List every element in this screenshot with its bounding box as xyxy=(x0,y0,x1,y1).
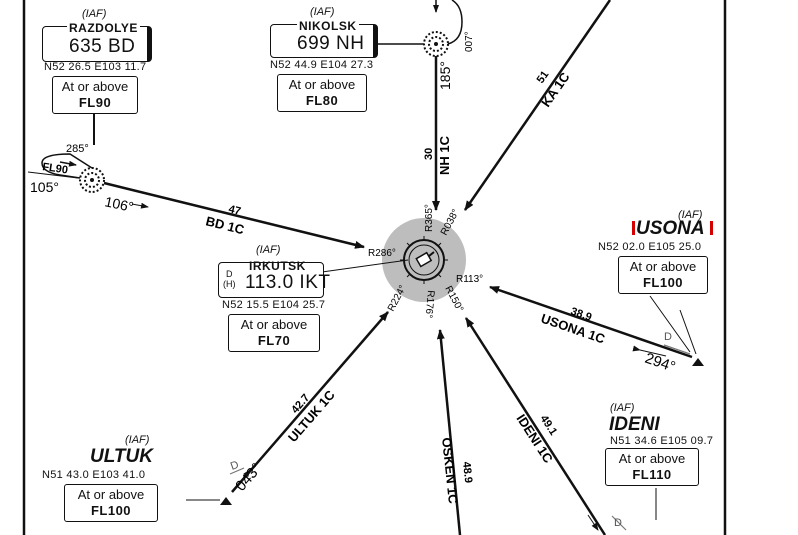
nh1c-distance: 30 xyxy=(423,148,435,160)
nikolsk-ndb-box: NIKOLSK 699 NH xyxy=(270,19,378,58)
usona-dme-label: D xyxy=(664,331,672,343)
irkutsk-iaf-label: (IAF) xyxy=(256,244,281,256)
razdolye-inbound-course: 105° xyxy=(30,179,59,195)
nikolsk-holding-pattern xyxy=(447,0,463,45)
razdolye-altitude-box: At or above FL90 xyxy=(52,76,138,114)
ideni-name: IDENI xyxy=(609,414,660,435)
usona-fix-triangle xyxy=(692,358,704,366)
irkutsk-alt-line1: At or above xyxy=(240,317,308,332)
radial-r286: R286° xyxy=(368,248,396,259)
usona-iaf-label: (IAF) xyxy=(678,209,703,221)
route-usona1c-line xyxy=(489,285,693,359)
nikolsk-frequency: 699 NH xyxy=(297,33,365,54)
ideni-coordinates: N51 34.6 E105 09.7 xyxy=(610,435,714,447)
nikolsk-hold-course: 007° xyxy=(464,31,475,52)
usona-altitude-box: At or above FL100 xyxy=(618,256,708,294)
usona-highlight-mark-left xyxy=(632,221,635,235)
nikolsk-coordinates: N52 44.9 E104 27.3 xyxy=(270,59,374,71)
ultuk-fix-triangle xyxy=(220,497,232,505)
route-ka1c-line xyxy=(463,0,612,211)
razdolye-alt-line2: FL90 xyxy=(78,95,112,110)
razdolye-coordinates: N52 26.5 E103 11.7 xyxy=(44,61,147,73)
razdolye-alt-line1: At or above xyxy=(61,79,129,94)
irkutsk-dh-label: D(H) xyxy=(223,269,236,289)
osken1c-distance: 48.9 xyxy=(460,461,474,484)
ultuk-altitude-box: At or above FL100 xyxy=(64,484,158,522)
ideni-iaf-label: (IAF) xyxy=(610,402,635,414)
irkutsk-vor-box: IRKUTSK D(H) 113.0 IKT xyxy=(218,259,330,298)
razdolye-ndb-box: RAZDOLYE 635 BD xyxy=(42,21,152,62)
irkutsk-coordinates: N52 15.5 E104 25.7 xyxy=(222,299,326,311)
nikolsk-inbound-course: 185° xyxy=(437,61,453,90)
ideni-altitude-box: At or above FL110 xyxy=(605,448,699,486)
radial-r176: R176° xyxy=(423,290,436,319)
nikolsk-alt-line2: FL80 xyxy=(305,93,339,108)
route-bd1c-line xyxy=(103,181,365,249)
razdolye-hold-level: FL90 xyxy=(42,161,69,176)
usona-name: USONA xyxy=(636,218,705,239)
ka1c-distance: 51 xyxy=(535,69,552,86)
route-ideni1c-line xyxy=(464,317,607,535)
nikolsk-iaf-label: (IAF) xyxy=(310,6,335,18)
razdolye-hold-course: 285° xyxy=(66,143,89,155)
radial-r224: R224° xyxy=(386,284,409,314)
nikolsk-altitude-box: At or above FL80 xyxy=(277,74,367,112)
ultuk-dme-label: D xyxy=(229,459,241,473)
ultuk-iaf-label: (IAF) xyxy=(125,434,150,446)
usona-alt-line2: FL100 xyxy=(642,275,684,290)
ultuk1c-route-name: ULTUK 1C xyxy=(285,387,338,445)
irkutsk-alt-line2: FL70 xyxy=(257,333,291,348)
ideni-alt-line2: FL110 xyxy=(632,467,672,482)
ultuk-alt-line1: At or above xyxy=(77,487,145,502)
bd1c-distance: 47 xyxy=(227,203,242,218)
nh1c-route-name: NH 1C xyxy=(437,135,452,175)
ultuk-coordinates: N51 43.0 E103 41.0 xyxy=(42,469,146,481)
irkutsk-frequency: 113.0 IKT xyxy=(245,272,331,293)
ultuk-alt-line2: FL100 xyxy=(90,503,132,518)
osken1c-route-name: OSKEN 1C xyxy=(439,437,461,505)
usona-alt-line1: At or above xyxy=(629,259,697,274)
bd1c-outbound-course: 106° xyxy=(103,193,135,215)
route-ultuk1c-line xyxy=(231,311,389,493)
ideni-dme-label: D xyxy=(614,517,622,529)
razdolye-name: RAZDOLYE xyxy=(67,21,140,35)
razdolye-holding-pattern xyxy=(41,153,93,179)
usona-highlight-mark-right xyxy=(710,221,713,235)
radial-r038: R038° xyxy=(439,208,462,238)
razdolye-iaf-label: (IAF) xyxy=(82,8,107,20)
razdolye-frequency: 635 BD xyxy=(69,36,136,57)
radial-r365: R365° xyxy=(424,204,435,232)
route-osken1c-line xyxy=(436,329,462,535)
radial-r150: R150° xyxy=(442,284,465,314)
bd1c-route-name: BD 1C xyxy=(204,213,246,237)
radial-r113: R113° xyxy=(456,274,483,285)
irkutsk-altitude-box: At or above FL70 xyxy=(228,314,320,352)
nikolsk-alt-line1: At or above xyxy=(288,77,356,92)
ultuk-name: ULTUK xyxy=(90,446,153,467)
nikolsk-name: NIKOLSK xyxy=(297,19,359,33)
usona-coordinates: N52 02.0 E105 25.0 xyxy=(598,241,702,253)
irkutsk-name: IRKUTSK xyxy=(249,259,306,273)
ideni-alt-line1: At or above xyxy=(618,451,686,466)
irkutsk-vor-symbol xyxy=(382,218,466,302)
usona-hold-course: 294° xyxy=(643,350,678,376)
